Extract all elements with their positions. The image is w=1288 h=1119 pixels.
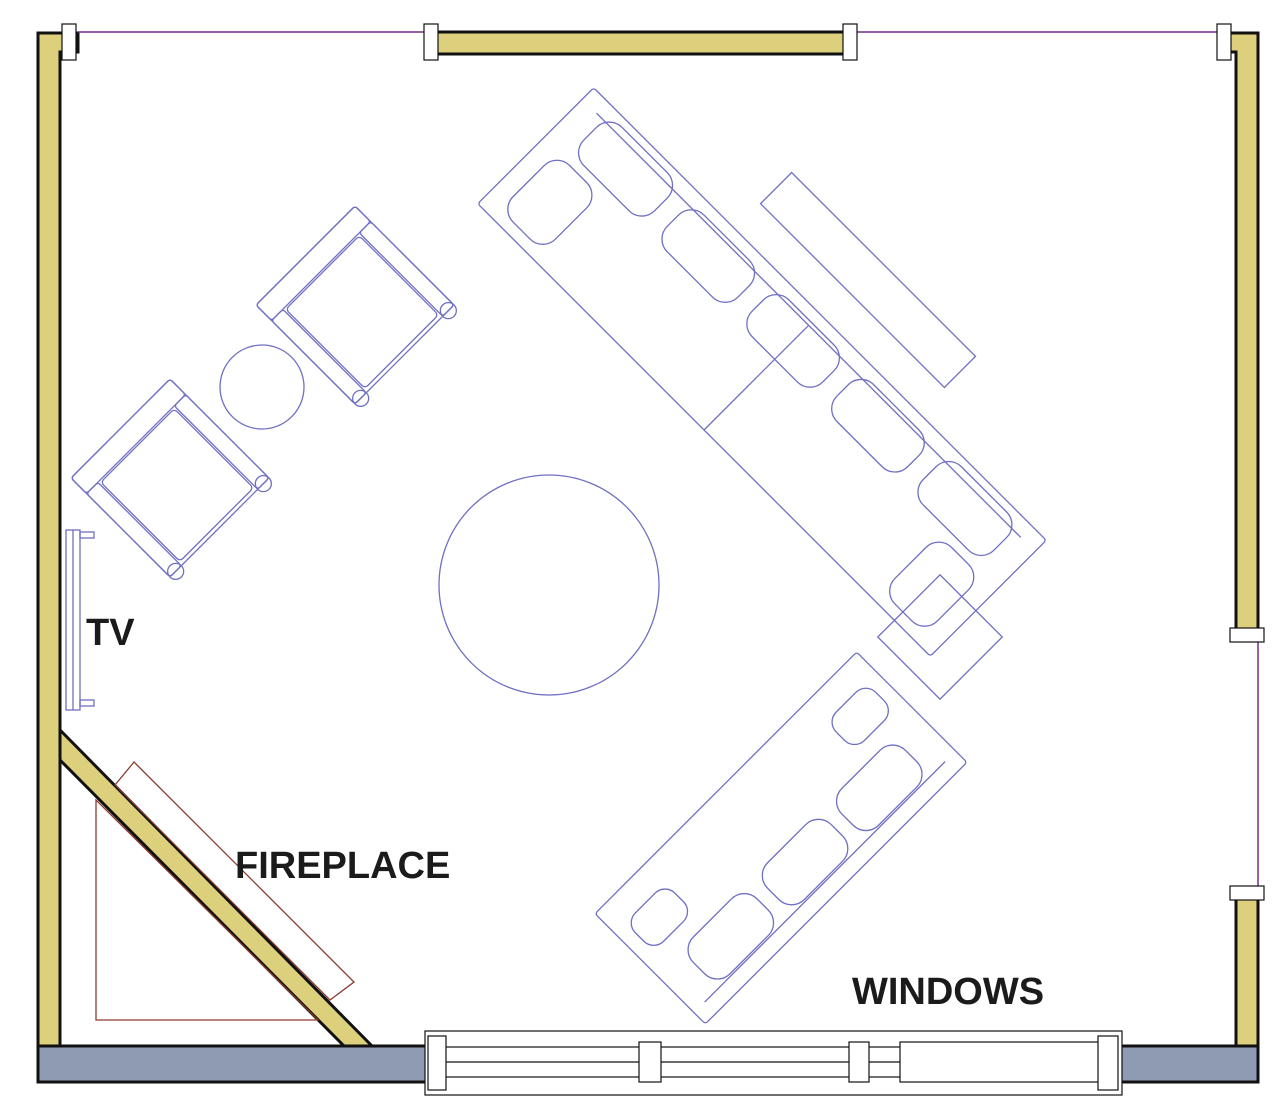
window-sash-right — [899, 1041, 1101, 1083]
loveseat-arm-cushion — [630, 888, 689, 946]
sofa-cushion — [661, 209, 756, 303]
side-table-round — [219, 344, 305, 430]
left-wall — [36, 31, 80, 1054]
jamb-marker — [1216, 23, 1232, 61]
loveseat-cushion — [835, 744, 923, 832]
armchair-frame — [71, 379, 269, 577]
armchair-arm-right — [359, 222, 454, 316]
armchair-arm-left — [87, 482, 181, 577]
armchair-seat — [101, 409, 253, 561]
window-assembly — [424, 1030, 1123, 1096]
jamb-marker — [61, 23, 77, 61]
right-wall-upper — [1218, 31, 1260, 642]
loveseat-cushion — [761, 818, 849, 906]
sofa-cushion — [831, 378, 925, 473]
coffee-table-round — [438, 474, 660, 696]
sofa-cushion — [746, 293, 841, 388]
end-table-square — [876, 573, 1004, 701]
jamb-marker — [423, 23, 439, 61]
tv-label: TV — [86, 612, 135, 654]
fireplace-label: FIREPLACE — [235, 845, 450, 887]
tv — [65, 529, 95, 711]
loveseat-frame — [595, 652, 967, 1024]
sofa-back-line — [596, 112, 1022, 538]
armchair — [71, 379, 272, 580]
window-jamb — [848, 1041, 870, 1083]
tv-bracket — [79, 699, 95, 707]
jamb-markers — [61, 23, 1265, 901]
loveseat — [595, 652, 967, 1024]
armchair-knob — [167, 562, 185, 580]
sofa-arm-cushion — [889, 541, 975, 627]
window-jamb — [1097, 1035, 1119, 1091]
armchair-arm-right — [174, 395, 269, 489]
armchair-arm-left — [272, 309, 366, 404]
armchair-knob — [439, 302, 457, 320]
right-wall-lower — [1234, 888, 1260, 1054]
sofa-cushion — [577, 121, 674, 217]
armchair — [256, 206, 457, 407]
jamb-marker — [1229, 627, 1265, 643]
top-wall-segment — [425, 30, 857, 56]
window-jamb — [427, 1035, 447, 1091]
armchair-frame — [256, 206, 454, 404]
armchair-back — [71, 379, 185, 493]
fireplace-wall — [58, 726, 374, 1054]
hearth-outline — [95, 798, 320, 1021]
armchair-seat — [286, 236, 438, 388]
armchair-knob — [352, 389, 370, 407]
sofa-large — [478, 88, 1046, 656]
armchair-back — [256, 206, 370, 320]
windows-label: WINDOWS — [852, 971, 1044, 1013]
console-table — [759, 171, 977, 389]
armchair-knob — [254, 475, 272, 493]
window-jamb — [638, 1041, 662, 1083]
sofa-seat-divider — [703, 324, 810, 431]
openings — [78, 31, 1259, 890]
loveseat-back-line — [704, 761, 946, 1003]
walls — [36, 30, 1260, 1084]
tv-bracket — [79, 531, 95, 539]
hearth-extension — [114, 761, 355, 1001]
jamb-marker — [842, 23, 858, 61]
sofa-cushion — [917, 460, 1013, 557]
sofa-arm-cushion — [507, 159, 593, 245]
bottom-wall-right — [1113, 1044, 1260, 1084]
loveseat-arm-cushion — [831, 687, 889, 746]
loveseat-cushion — [687, 892, 775, 980]
fireplace-hearth — [95, 761, 355, 1021]
bottom-wall-left — [36, 1044, 440, 1084]
jamb-marker — [1229, 885, 1265, 901]
